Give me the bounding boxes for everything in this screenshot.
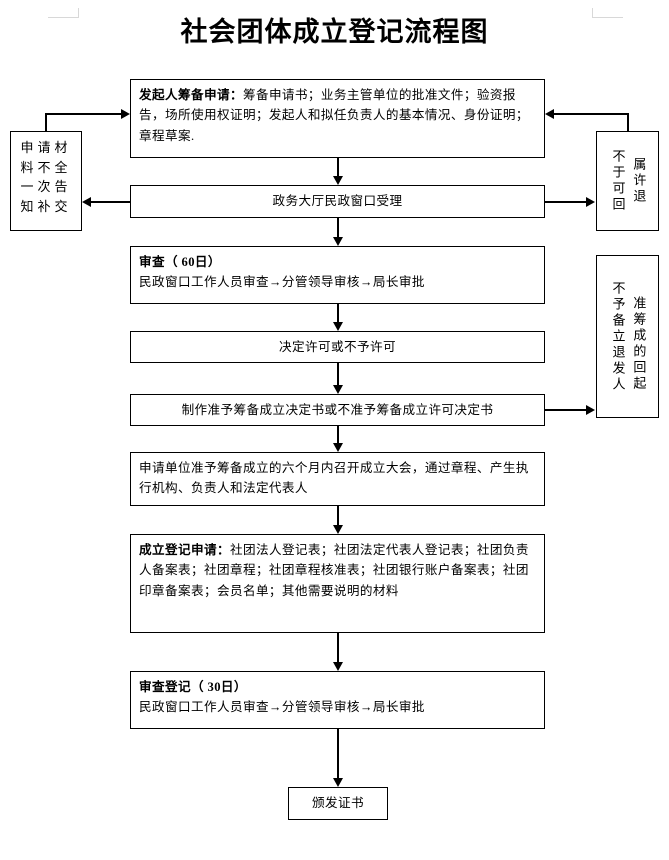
page-title: 社会团体成立登记流程图 bbox=[180, 17, 489, 47]
connector-registration-to-review30 bbox=[337, 633, 339, 662]
node-reject-return-to-founder-col-left: 不予备立退发人 bbox=[610, 280, 626, 393]
node-issue-certificate-text: 颁发证书 bbox=[312, 796, 364, 811]
node-review-60-days-label: 审查（ 60日） bbox=[139, 255, 221, 269]
crop-mark-top-right bbox=[592, 8, 623, 18]
node-permit-decision: 决定许可或不予许可 bbox=[130, 331, 545, 363]
connector-registration-to-review30-arrowhead bbox=[333, 662, 343, 671]
connector-acceptance-to-not-permit-arrowhead bbox=[586, 197, 595, 207]
node-not-within-permit-return: 属许退 不于可回 bbox=[596, 131, 659, 231]
connector-incomplete-to-apply-horizontal bbox=[45, 113, 122, 115]
node-founding-assembly: 申请单位准予筹备成立的六个月内召开成立大会，通过章程、产生执行机构、负责人和法定… bbox=[130, 452, 545, 506]
connector-incomplete-to-apply-arrowhead bbox=[121, 109, 130, 119]
node-not-within-permit-return-col-right: 属许退 bbox=[631, 157, 647, 205]
connector-decision-to-document-arrowhead bbox=[333, 385, 343, 394]
connector-document-to-assembly-arrowhead bbox=[333, 443, 343, 452]
connector-decision-to-document bbox=[337, 363, 339, 385]
node-acceptance-window: 政务大厅民政窗口受理 bbox=[130, 185, 545, 218]
node-acceptance-window-text: 政务大厅民政窗口受理 bbox=[272, 194, 403, 209]
node-establishment-registration-label: 成立登记申请： bbox=[139, 543, 230, 557]
connector-assembly-to-registration bbox=[337, 506, 339, 525]
node-review-60-days: 审查（ 60日） 民政窗口工作人员审查→分管领导审核→局长审批 bbox=[130, 246, 545, 304]
connector-review60-to-decision-arrowhead bbox=[333, 322, 343, 331]
node-founding-assembly-text: 申请单位准予筹备成立的六个月内召开成立大会，通过章程、产生执行机构、负责人和法定… bbox=[139, 461, 529, 496]
connector-acceptance-to-incomplete bbox=[91, 201, 131, 203]
connector-not-permit-to-apply-horizontal bbox=[554, 113, 629, 115]
connector-document-to-assembly bbox=[337, 426, 339, 443]
node-not-within-permit-return-col-left: 不于可回 bbox=[610, 149, 626, 213]
node-permit-decision-text: 决定许可或不予许可 bbox=[279, 339, 396, 354]
connector-review60-to-decision bbox=[337, 304, 339, 322]
node-applicant-preparation-label: 发起人筹备申请： bbox=[139, 88, 243, 102]
node-reject-return-to-founder-col-right: 准筹成的回起 bbox=[631, 295, 647, 392]
connector-not-permit-to-apply-arrowhead bbox=[545, 109, 554, 119]
connector-not-permit-to-apply-vertical bbox=[627, 113, 629, 132]
connector-apply-to-acceptance-arrowhead bbox=[333, 176, 343, 185]
node-review-60-days-body: 民政窗口工作人员审查→分管领导审核→局长审批 bbox=[139, 275, 425, 290]
node-incomplete-materials-text: 申请材料不全一次告知补交 bbox=[20, 140, 72, 214]
connector-acceptance-to-not-permit bbox=[545, 201, 587, 203]
connector-acceptance-to-review60-arrowhead bbox=[333, 237, 343, 246]
node-review-registration-30-days-label: 审查登记（ 30日） bbox=[139, 680, 247, 694]
connector-document-to-reject-arrowhead bbox=[586, 405, 595, 415]
node-incomplete-materials: 申请材料不全一次告知补交 bbox=[10, 131, 82, 231]
node-applicant-preparation-application: 发起人筹备申请：筹备申请书；业务主管单位的批准文件；验资报告，场所使用权证明；发… bbox=[130, 79, 545, 158]
node-issue-decision-document: 制作准予筹备成立决定书或不准予筹备成立许可决定书 bbox=[130, 394, 545, 426]
node-issue-certificate: 颁发证书 bbox=[288, 787, 388, 820]
node-establishment-registration-application: 成立登记申请：社团法人登记表；社团法定代表人登记表；社团负责人备案表；社团章程；… bbox=[130, 534, 545, 633]
node-review-registration-30-days: 审查登记（ 30日） 民政窗口工作人员审查→分管领导审核→局长审批 bbox=[130, 671, 545, 729]
crop-mark-top-left bbox=[48, 8, 79, 18]
connector-review30-to-certificate bbox=[337, 729, 339, 778]
node-review-registration-30-days-body: 民政窗口工作人员审查→分管领导审核→局长审批 bbox=[139, 700, 425, 715]
connector-apply-to-acceptance bbox=[337, 158, 339, 177]
node-reject-return-to-founder: 准筹成的回起 不予备立退发人 bbox=[596, 255, 659, 418]
connector-review30-to-certificate-arrowhead bbox=[333, 778, 343, 787]
connector-acceptance-to-review60 bbox=[337, 218, 339, 237]
node-issue-decision-document-text: 制作准予筹备成立决定书或不准予筹备成立许可决定书 bbox=[181, 402, 494, 417]
connector-document-to-reject bbox=[545, 409, 587, 411]
connector-incomplete-to-apply-vertical bbox=[45, 113, 47, 132]
connector-acceptance-to-incomplete-arrowhead bbox=[82, 197, 91, 207]
connector-assembly-to-registration-arrowhead bbox=[333, 525, 343, 534]
node-applicant-preparation-body: 筹备申请书；业务主管单位的批准文件；验资报告，场所使用权证明；发起人和拟任负责人… bbox=[139, 88, 529, 143]
node-establishment-registration-body: 社团法人登记表；社团法定代表人登记表；社团负责人备案表；社团章程；社团章程核准表… bbox=[139, 543, 529, 598]
